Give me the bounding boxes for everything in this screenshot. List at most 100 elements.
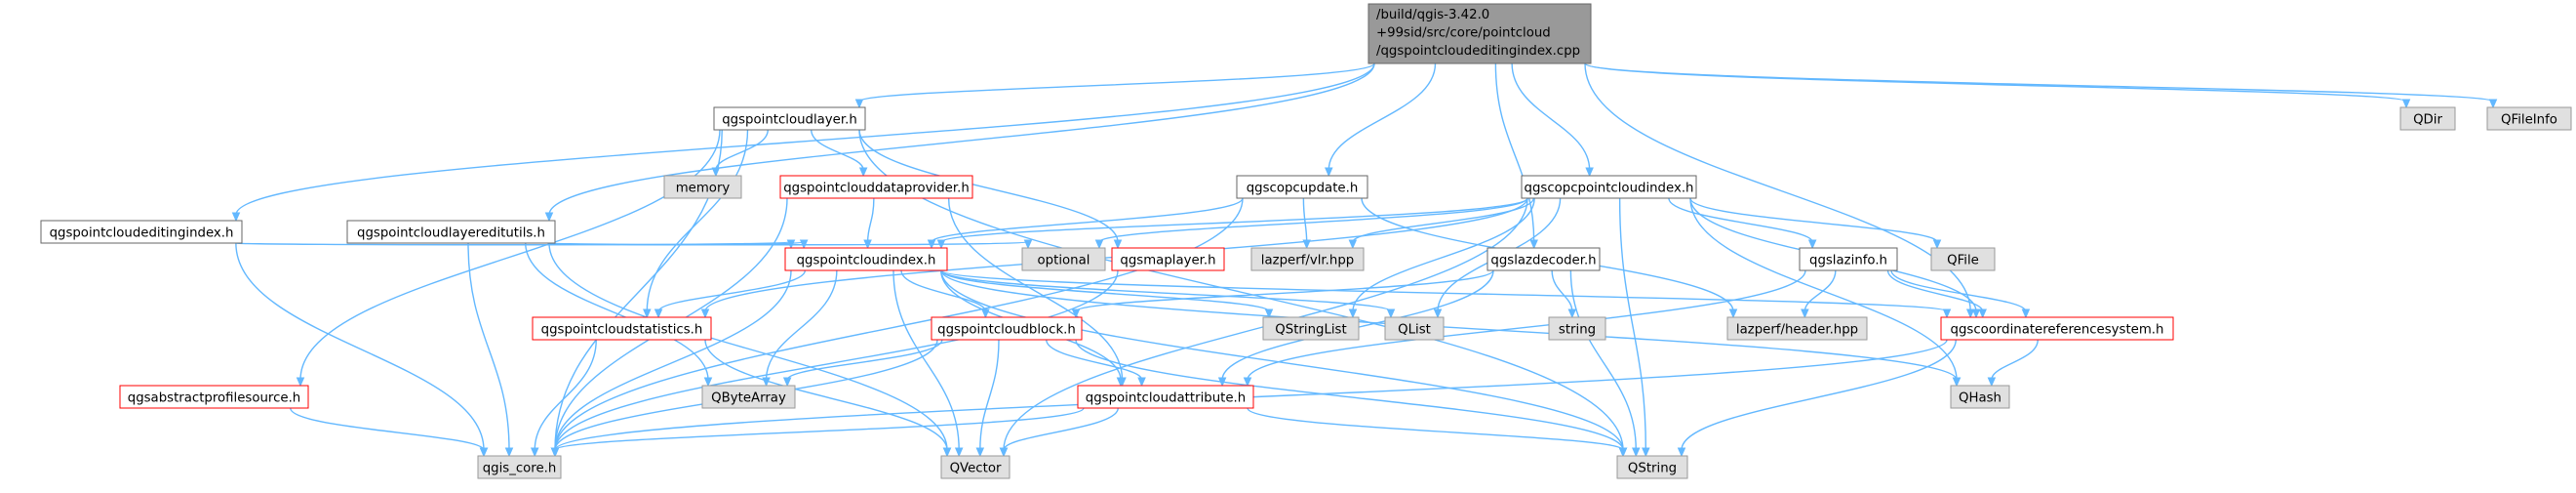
- node-root[interactable]: /build/qgis-3.42.0+99sid/src/core/pointc…: [1367, 3, 1592, 64]
- node-label: qgsmaplayer.h: [1120, 253, 1215, 267]
- node-box: [1486, 247, 1601, 271]
- arrowhead: [1116, 377, 1126, 388]
- arrowhead: [1807, 239, 1817, 250]
- node-qgslazinfo[interactable]: qgslazinfo.h: [1799, 247, 1898, 271]
- arrowhead: [479, 447, 489, 458]
- node-label: QString: [1628, 461, 1677, 475]
- arrowhead: [1567, 308, 1577, 319]
- node-label: qgspointcloudlayer.h: [722, 112, 857, 127]
- arrowhead: [1386, 308, 1396, 319]
- arrowhead: [1965, 308, 1975, 319]
- node-box: [663, 175, 742, 199]
- edge-qgscopcupdate-to-qgspointcloudindex: [927, 197, 1244, 250]
- arrowhead: [1987, 377, 1997, 388]
- edge-qgscopcpointcloudindex-to-qstring: [1618, 197, 1650, 458]
- node-box: [1262, 316, 1360, 341]
- node-qgslazdecoder[interactable]: qgslazdecoder.h: [1486, 247, 1601, 271]
- edge-qgspointcloudindex-to-qgscoordinatereferencesystem: [940, 269, 1952, 319]
- node-label: qgspointcloudstatistics.h: [541, 322, 703, 337]
- node-qdir: QDir: [2399, 106, 2456, 131]
- node-label: qgspointcloudblock.h: [937, 322, 1076, 337]
- node-qgsabstractprofilesource[interactable]: qgsabstractprofilesource.h: [119, 385, 309, 409]
- node-label: string: [1559, 322, 1596, 337]
- edge-root-to-qgscopcupdate: [1325, 62, 1437, 178]
- node-qgspointcloudlayer[interactable]: qgspointcloudlayer.h: [713, 106, 866, 131]
- arrowhead: [1642, 447, 1650, 458]
- node-label: /build/qgis-3.42.0: [1376, 8, 1489, 22]
- arrowhead: [1801, 308, 1809, 319]
- node-box: [1950, 385, 2010, 409]
- node-box: [346, 220, 556, 244]
- edge-qgspointcloudindex-to-qgspointcloudstatistics: [654, 269, 807, 319]
- arrowhead: [1023, 239, 1033, 250]
- node-qgspointcloudattribute[interactable]: qgspointcloudattribute.h: [1077, 385, 1254, 409]
- node-qgspointcloudblock[interactable]: qgspointcloudblock.h: [931, 316, 1083, 341]
- node-qgspointcloudlayereditutils[interactable]: qgspointcloudlayereditutils.h: [346, 220, 556, 244]
- node-qgscoordinatereferencesystem[interactable]: qgscoordinatereferencesystem.h: [1940, 316, 2174, 341]
- arrowhead: [1243, 377, 1252, 388]
- arrowhead: [782, 377, 792, 388]
- arrowhead: [654, 308, 663, 319]
- node-qgspointcloudeditingindex[interactable]: qgspointcloudeditingindex.h: [40, 220, 243, 244]
- arrowhead: [975, 447, 985, 458]
- node-qgscopcpointcloudindex[interactable]: qgscopcpointcloudindex.h: [1521, 175, 1697, 199]
- arrowhead: [1942, 308, 1952, 319]
- node-box: [713, 106, 866, 131]
- node-box: [1236, 175, 1368, 199]
- edge-qgspointcloudeditingindex-to-qgspointcloudindex: [235, 239, 796, 250]
- arrowhead: [231, 212, 241, 223]
- edge-qgscopcpointcloudindex-to-qgspointcloudindex: [936, 197, 1528, 250]
- node-label: qgslazinfo.h: [1809, 253, 1887, 267]
- node-qgspointclouddataprovider[interactable]: qgspointclouddataprovider.h: [779, 175, 973, 199]
- arrowhead: [1585, 167, 1594, 178]
- arrowhead: [643, 308, 652, 319]
- arrowhead: [1433, 308, 1443, 319]
- arrowhead: [863, 239, 872, 250]
- node-label: qgspointcloudlayereditutils.h: [357, 226, 545, 240]
- arrowhead: [786, 239, 796, 250]
- edge-qgspointcloudindex-to-qlist: [940, 269, 1396, 319]
- node-qgspointcloudstatistics[interactable]: qgspointcloudstatistics.h: [532, 316, 712, 341]
- arrowhead: [1677, 447, 1686, 458]
- edge-qgspointcloudlayer-to-qgsmaplayer: [858, 129, 1123, 250]
- edge-qgslazinfo-to-fstream: [1886, 269, 1987, 319]
- node-label: qgscopcupdate.h: [1247, 181, 1359, 195]
- edge-qgspointcloudlayer-to-qgsabstractprofilesource: [296, 129, 721, 388]
- node-qgscopcupdate[interactable]: qgscopcupdate.h: [1236, 175, 1368, 199]
- node-box: [1384, 316, 1445, 341]
- node-label: QVector: [950, 461, 1002, 475]
- arrowhead: [799, 239, 809, 250]
- arrowhead: [954, 447, 964, 458]
- node-label: qgslazdecoder.h: [1490, 253, 1596, 267]
- node-box: [1930, 247, 1996, 271]
- node-label: QList: [1398, 322, 1431, 337]
- node-qfileinfo: QFileInfo: [2486, 106, 2572, 131]
- node-qgsmaplayer[interactable]: qgsmaplayer.h: [1111, 247, 1225, 271]
- edge-qgspointcloudlayereditutils-to-qbytearray: [525, 242, 713, 388]
- edge-root-to-qgspointcloudlayereditutils: [544, 62, 1375, 223]
- arrowhead: [1932, 239, 1942, 250]
- edge-qgspointcloudblock-to-qgspointcloudattribute: [1046, 339, 1146, 388]
- edge-qgspointcloudlayer-to-qgspointcloudstatistics: [643, 129, 749, 319]
- edge-qgscopcpointcloudindex-to-qfile: [1689, 197, 1942, 250]
- node-label: qgspointcloudeditingindex.h: [50, 226, 234, 240]
- arrowhead: [927, 239, 936, 250]
- node-box: [1548, 316, 1606, 341]
- arrowhead: [1113, 239, 1123, 250]
- node-qgspointcloudindex[interactable]: qgspointcloudindex.h: [784, 247, 948, 271]
- edges-layer: [231, 62, 2498, 458]
- node-optional: optional: [1021, 247, 1106, 271]
- edge-root-to-qgspointcloudlayer: [854, 62, 1375, 109]
- arrowhead: [854, 99, 864, 109]
- node-box: [779, 175, 973, 199]
- node-box: [1367, 3, 1592, 64]
- edge-root-to-qfileinfo: [1584, 62, 2498, 109]
- edge-root-to-qgscopcpointcloudindex: [1511, 62, 1594, 178]
- arrowhead: [1971, 308, 1981, 319]
- edge-qgspointcloudlayer-to-qgspointclouddataprovider: [811, 129, 868, 178]
- arrowhead: [544, 212, 554, 223]
- edge-qgspointcloudblock-to-qvector: [975, 339, 1000, 458]
- node-qvector: QVector: [940, 455, 1011, 479]
- arrowhead: [999, 447, 1009, 458]
- edge-qgspointcloudindex-to-qstring: [940, 269, 1628, 458]
